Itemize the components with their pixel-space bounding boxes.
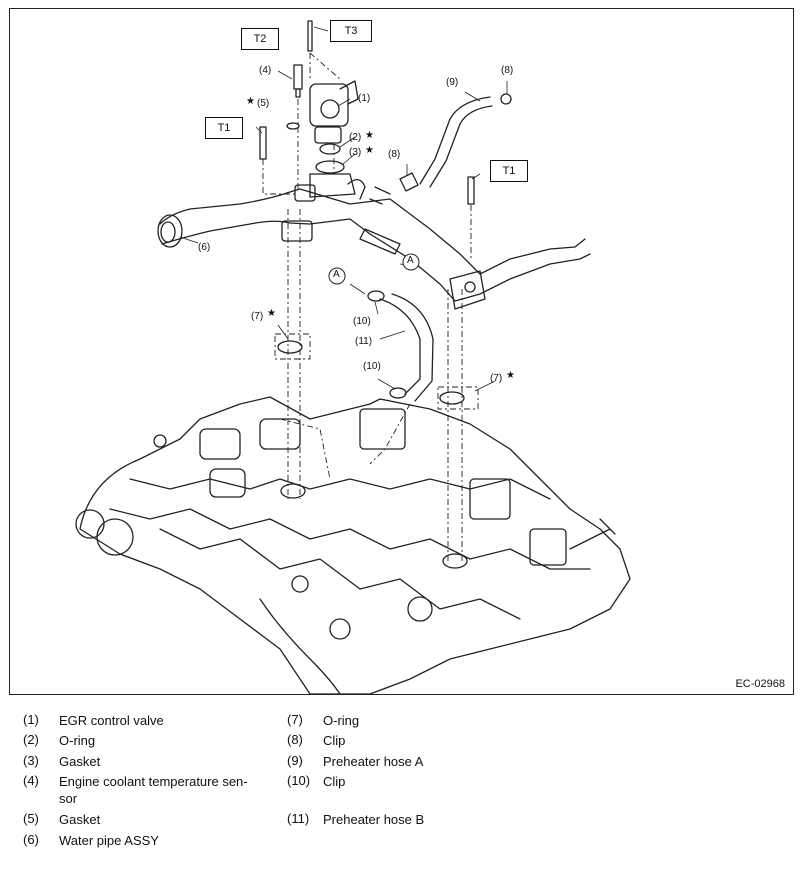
water-pipe-assy (159, 188, 586, 275)
engine-block (79, 396, 631, 694)
callout-1: (1) (358, 93, 371, 104)
diagram-frame: T3 T2 T1 T1 (4) (1) ★ (5) (2) ★ (3) ★ (9… (9, 8, 794, 695)
callout-2: (2) (349, 132, 362, 143)
callout-7-left: (7) (251, 311, 264, 322)
clip-8-mid (399, 172, 419, 192)
bolt-t3 (307, 20, 313, 52)
connector-a-label-2: A (407, 255, 414, 266)
callout-5: (5) (257, 98, 270, 109)
callout-4: (4) (259, 65, 272, 76)
o-ring-7-left (277, 340, 303, 354)
legend-text: Preheater hose A (323, 754, 424, 769)
legend-text: Preheater hose B (323, 812, 425, 827)
callout-8-top: (8) (501, 65, 514, 76)
star-7-left: ★ (267, 308, 276, 319)
clip-10-top (367, 290, 385, 302)
legend-text: Engine coolant temperature sen- sor (59, 774, 248, 806)
callout-10-bottom: (10) (363, 361, 381, 372)
gasket-5 (286, 122, 300, 130)
bolt-t1-right (467, 176, 475, 205)
callout-8-mid: (8) (388, 149, 401, 160)
callout-9: (9) (446, 77, 459, 88)
preheater-hose-a (419, 96, 491, 185)
connector-a-circle-2 (402, 253, 420, 271)
legend-number: (3) (23, 753, 39, 768)
legend-text: O-ring (59, 733, 96, 748)
o-ring-7-right (439, 391, 465, 405)
figure-ref-code: EC-02968 (735, 678, 785, 690)
callout-6: (6) (198, 242, 211, 253)
connector-a-circle-1 (328, 267, 346, 285)
callout-3: (3) (349, 147, 362, 158)
gasket-3 (315, 160, 345, 174)
legend-number: (8) (287, 732, 303, 747)
star-2: ★ (365, 130, 374, 141)
legend-number: (2) (23, 732, 39, 747)
legend-number: (6) (23, 832, 39, 847)
preheater-hose-b (379, 298, 421, 395)
legend-number: (4) (23, 773, 39, 788)
legend-text: Clip (323, 774, 346, 789)
clip-8-top (500, 93, 512, 105)
connector-a-label-1: A (333, 269, 340, 280)
legend-number: (7) (287, 712, 303, 727)
callout-11: (11) (355, 336, 373, 347)
legend-text: Gasket (59, 812, 101, 827)
callout-7-right: (7) (490, 373, 503, 384)
torque-label-t2: T2 (241, 28, 279, 50)
exploded-view-drawing (75, 20, 631, 694)
legend-number: (5) (23, 811, 39, 826)
legend-text: Gasket (59, 754, 101, 769)
legend-number: (11) (287, 811, 310, 826)
legend-number: (10) (287, 773, 311, 788)
torque-label-t1-right: T1 (490, 160, 528, 182)
legend-number: (1) (23, 712, 39, 727)
coolant-temp-sensor (293, 64, 303, 90)
bolt-t1-left (259, 126, 267, 160)
torque-label-t1-left: T1 (205, 117, 243, 139)
callout-10-top: (10) (353, 316, 371, 327)
legend-text: Water pipe ASSY (59, 833, 159, 848)
legend-text: Clip (323, 733, 346, 748)
star-3: ★ (365, 145, 374, 156)
o-ring-2 (319, 143, 341, 155)
parts-legend: (1) EGR control valve (2) O-ring (3) Gas… (0, 712, 804, 877)
torque-label-t3: T3 (330, 20, 372, 42)
star-5: ★ (246, 96, 255, 107)
legend-text: O-ring (323, 713, 360, 728)
legend-number: (9) (287, 753, 303, 768)
egr-control-valve (309, 83, 349, 127)
legend-text: EGR control valve (59, 713, 164, 728)
clip-10-bottom (389, 387, 407, 399)
star-7-right: ★ (506, 370, 515, 381)
